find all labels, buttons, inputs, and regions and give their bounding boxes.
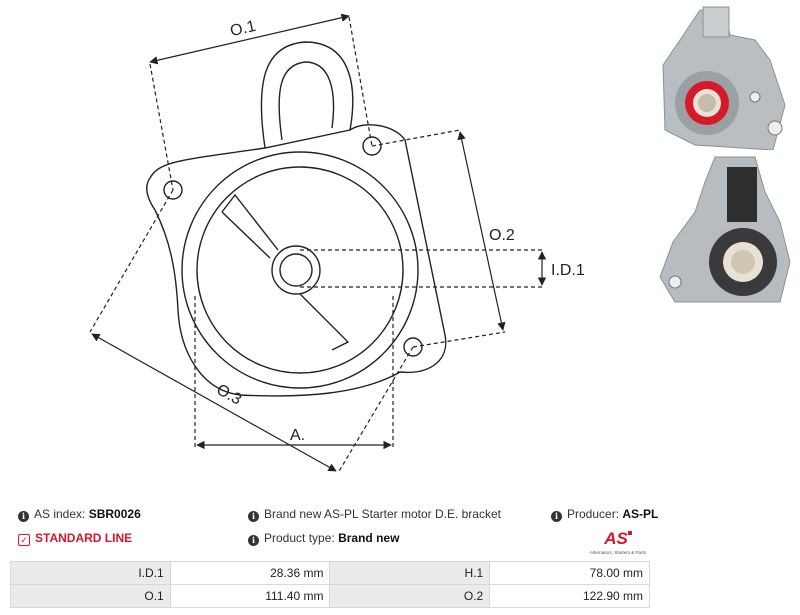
technical-drawing: O.1 O.2 I.D.1 O.3 A.: [89, 13, 585, 474]
svg-text:Alternators, Starters & Parts: Alternators, Starters & Parts: [590, 550, 647, 555]
product-photo-front: [655, 5, 795, 150]
spec-value: 28.36 mm: [169, 561, 331, 585]
info-icon: i: [248, 511, 259, 522]
bore: [271, 245, 321, 295]
label-o2: O.2: [489, 227, 515, 244]
checkbox-icon: ✓: [18, 534, 30, 546]
info-icon: i: [248, 535, 259, 546]
spec-label: O.1: [10, 584, 171, 608]
brand-logo: AS Alternators, Starters & Parts: [590, 529, 647, 555]
product-photo-rear: [655, 152, 795, 307]
label-a: A.: [290, 427, 305, 444]
product-type-value: Brand new: [338, 531, 400, 545]
spec-label: H.1: [329, 561, 491, 585]
spec-label: O.2: [329, 584, 491, 608]
info-icon: i: [551, 511, 562, 522]
spec-label: I.D.1: [10, 561, 171, 585]
producer-value: AS-PL: [622, 507, 659, 521]
info-icon: i: [18, 511, 29, 522]
outer-ring: [181, 151, 419, 389]
as-index-value: SBR0026: [88, 507, 141, 521]
label-id1: I.D.1: [551, 262, 585, 279]
spec-value: 78.00 mm: [489, 561, 650, 585]
svg-text:AS: AS: [603, 529, 628, 548]
spec-value: 111.40 mm: [169, 584, 331, 608]
spec-value: 122.90 mm: [489, 584, 650, 608]
bracket-outline: [146, 124, 447, 397]
standard-line: ✓STANDARD LINE: [18, 531, 132, 546]
label-o1: O.1: [229, 18, 258, 40]
